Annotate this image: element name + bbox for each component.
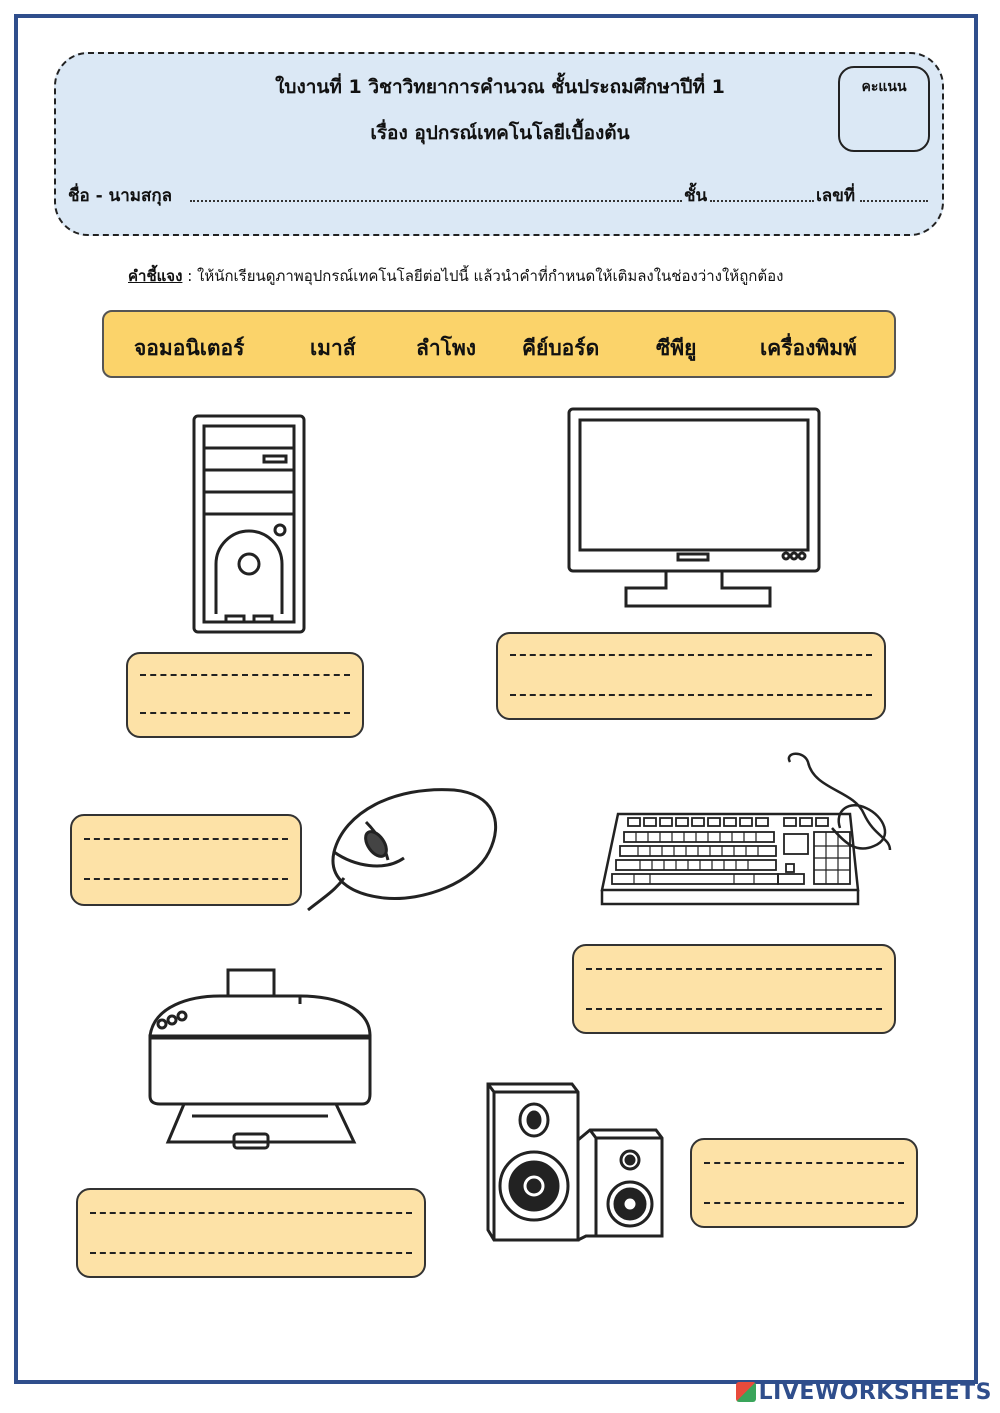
- keyboard-icon: [594, 750, 894, 916]
- monitor-icon: [566, 406, 822, 610]
- worksheet-title: ใบงานที่ 1 วิชาวิทยาการคำนวณ ชั้นประถมศึ…: [275, 76, 725, 98]
- answer-box-cpu[interactable]: [126, 652, 364, 738]
- score-box: คะแนน: [838, 66, 930, 152]
- answer-line: [510, 654, 872, 656]
- answer-line: [140, 674, 350, 676]
- speakers-icon: [466, 1080, 664, 1244]
- answer-line: [704, 1202, 904, 1204]
- word-bank-item: คีย์บอร์ด: [522, 336, 600, 360]
- answer-box-monitor[interactable]: [496, 632, 886, 720]
- instruction-label: คำชี้แจง: [128, 267, 183, 285]
- score-label: คะแนน: [861, 79, 907, 95]
- answer-box-keyboard[interactable]: [572, 944, 896, 1034]
- name-row: ชื่อ - นามสกุล ชั้น เลขที่: [68, 182, 930, 210]
- liveworksheets-logo: LIVEWORKSHEETS: [735, 1380, 992, 1405]
- liveworksheets-icon: [735, 1382, 756, 1402]
- answer-box-mouse[interactable]: [70, 814, 302, 906]
- header-box: [54, 52, 944, 236]
- answer-line: [510, 694, 872, 696]
- answer-line: [140, 712, 350, 714]
- class-label: ชั้น: [684, 186, 708, 206]
- number-label: เลขที่: [816, 186, 856, 206]
- answer-line: [586, 968, 882, 970]
- brand-name: LIVEWORKSHEETS: [758, 1380, 992, 1405]
- class-field[interactable]: [710, 200, 814, 202]
- cpu-case-icon: [190, 414, 308, 634]
- word-bank-item: เครื่องพิมพ์: [760, 336, 857, 360]
- answer-line: [84, 838, 288, 840]
- answer-line: [84, 878, 288, 880]
- name-field[interactable]: [190, 200, 682, 202]
- answer-line: [90, 1212, 412, 1214]
- number-field[interactable]: [860, 200, 928, 202]
- word-bank-item: จอมอนิเตอร์: [134, 336, 245, 360]
- name-label: ชื่อ - นามสกุล: [68, 186, 173, 206]
- mouse-icon: [304, 782, 504, 914]
- answer-line: [90, 1252, 412, 1254]
- word-bank-item: ซีพียู: [656, 336, 697, 360]
- answer-line: [586, 1008, 882, 1010]
- word-bank: จอมอนิเตอร์ เมาส์ ลำโพง คีย์บอร์ด ซีพียู…: [102, 310, 896, 378]
- page-frame: [14, 14, 978, 1384]
- instruction-text: : ให้นักเรียนดูภาพอุปกรณ์เทคโนโลยีต่อไปน…: [182, 267, 784, 285]
- printer-icon: [140, 966, 380, 1150]
- answer-box-speakers[interactable]: [690, 1138, 918, 1228]
- instruction: คำชี้แจง : ให้นักเรียนดูภาพอุปกรณ์เทคโนโ…: [128, 264, 783, 288]
- word-bank-item: เมาส์: [310, 336, 356, 360]
- answer-box-printer[interactable]: [76, 1188, 426, 1278]
- answer-line: [704, 1162, 904, 1164]
- word-bank-item: ลำโพง: [416, 336, 477, 360]
- worksheet-subtitle: เรื่อง อุปกรณ์เทคโนโลยีเบื้องต้น: [370, 122, 630, 144]
